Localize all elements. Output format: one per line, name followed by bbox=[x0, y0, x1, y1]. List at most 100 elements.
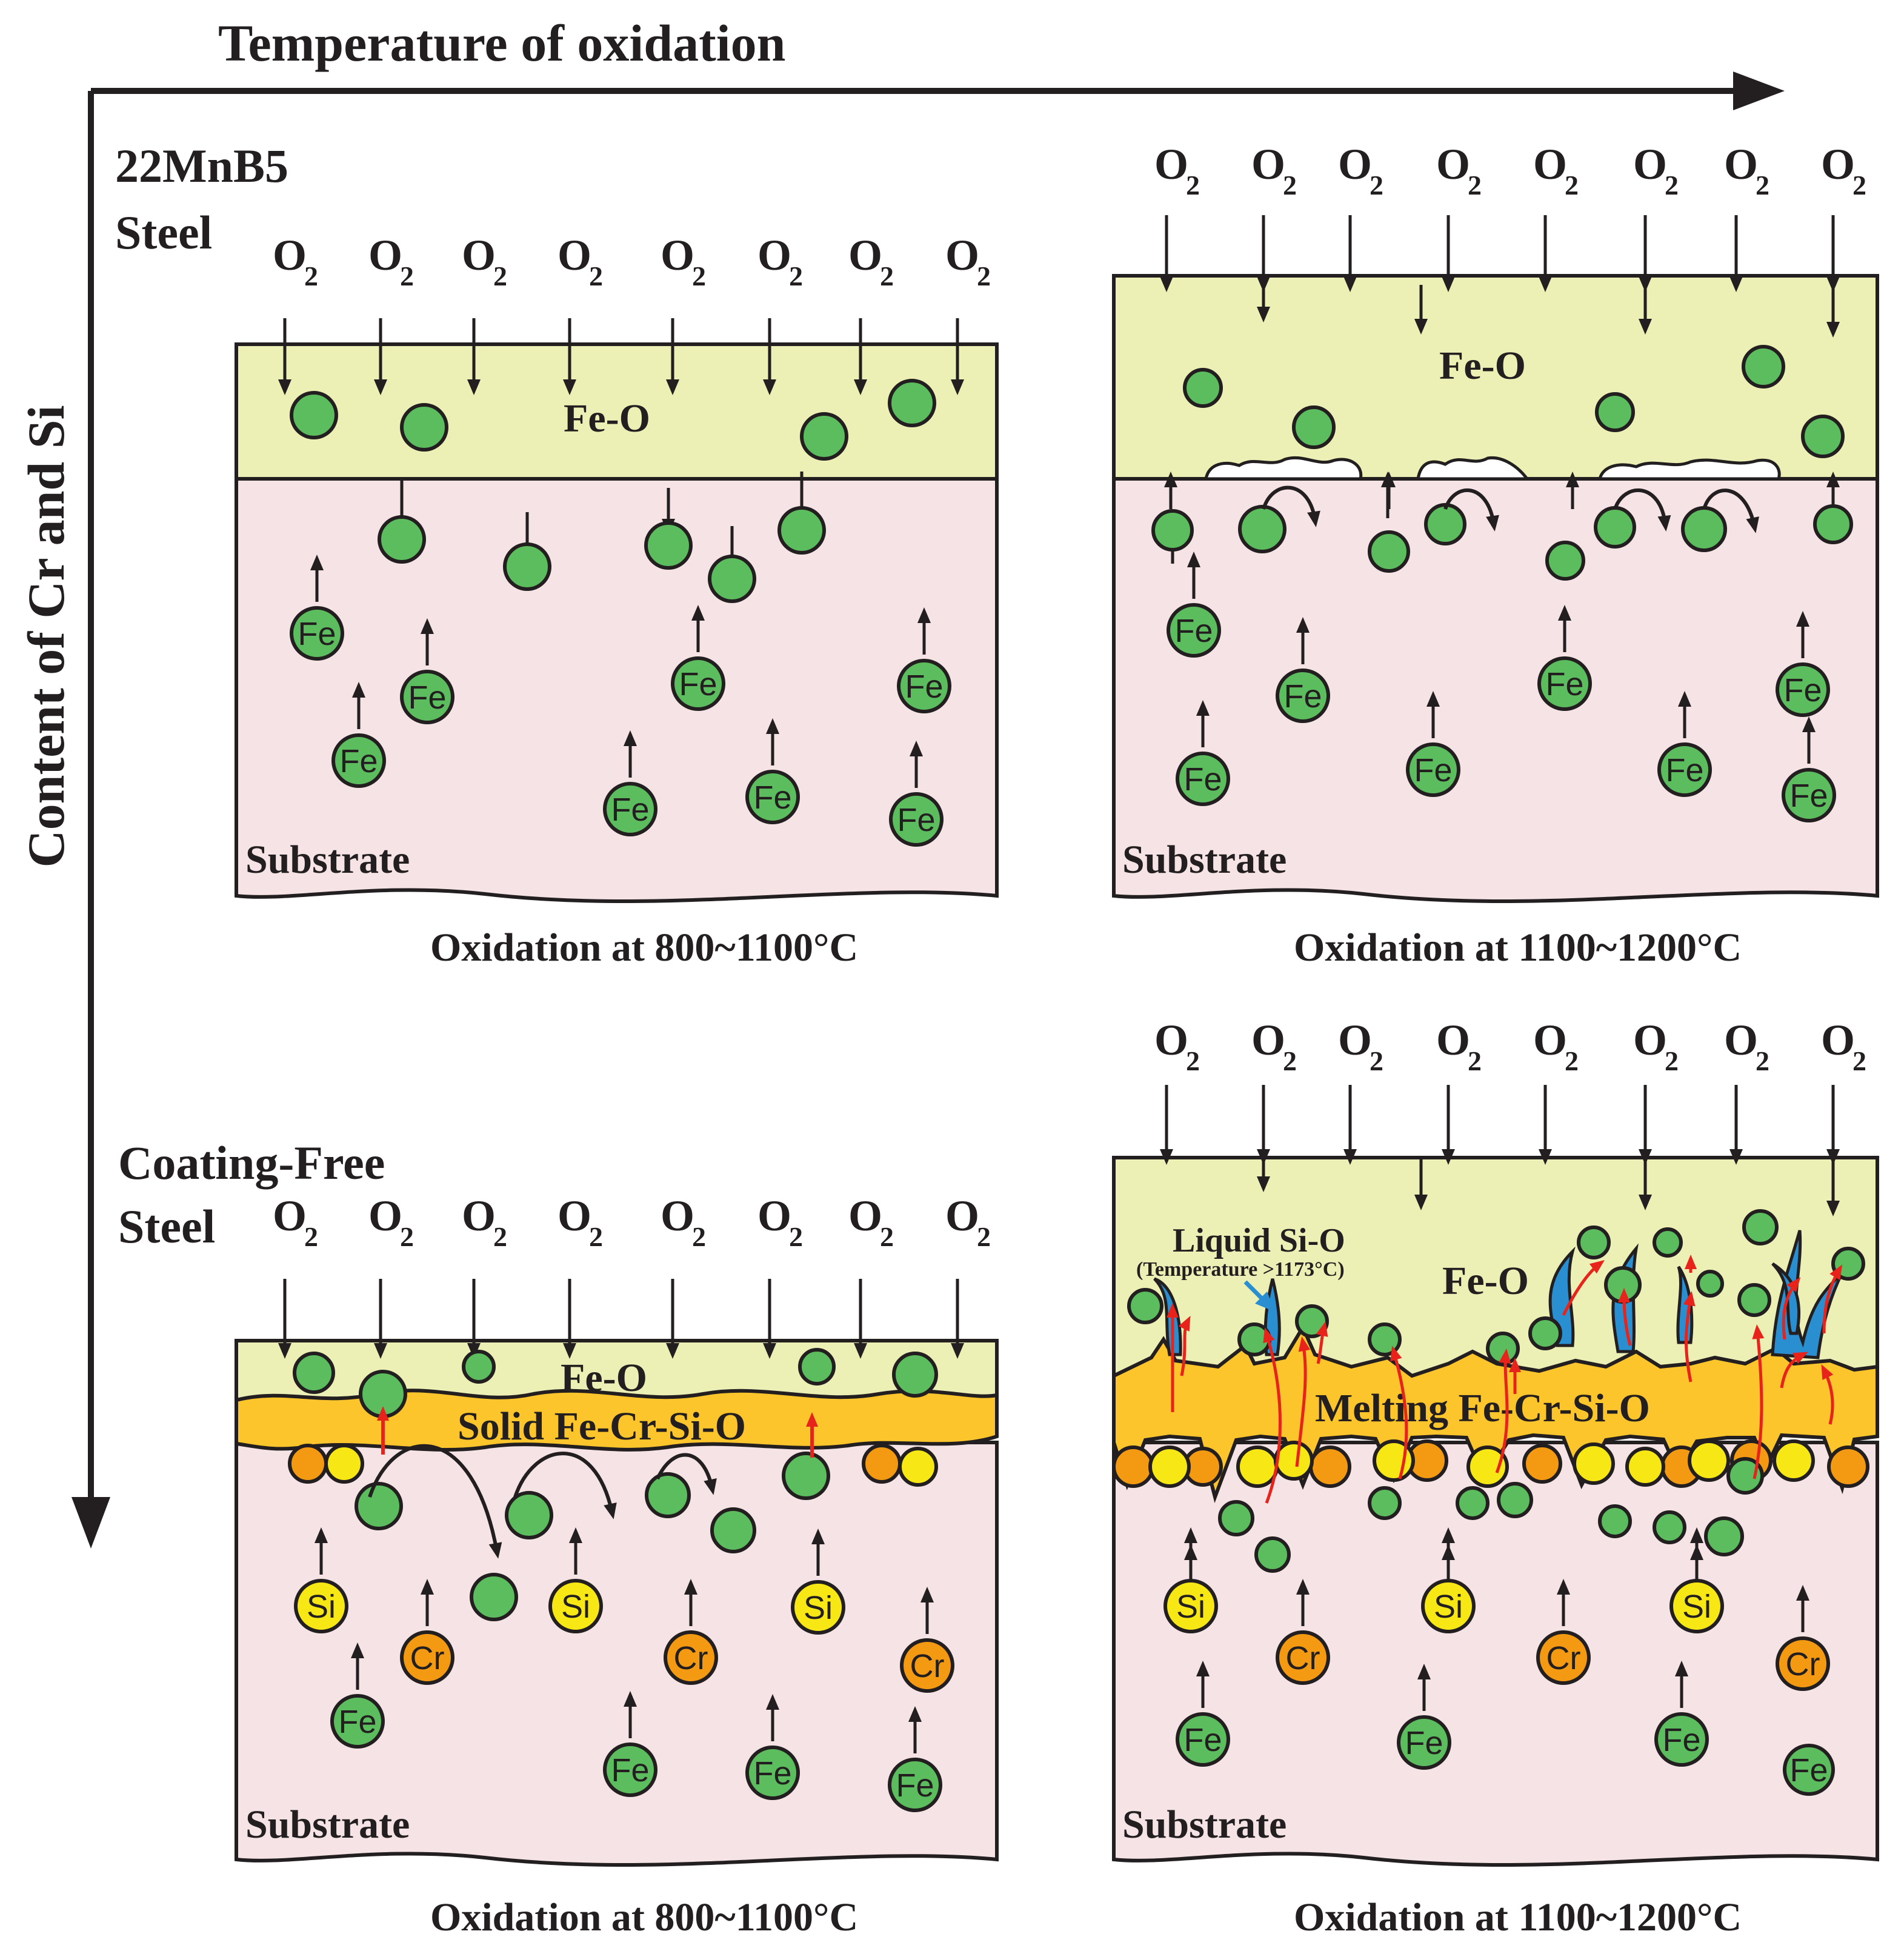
iron-atom: Fe bbox=[331, 733, 386, 788]
iron-oxide-particle bbox=[645, 1472, 691, 1518]
svg-text:2: 2 bbox=[493, 1221, 507, 1252]
svg-text:2: 2 bbox=[1186, 170, 1200, 201]
iron-oxide-particle bbox=[1368, 1486, 1402, 1520]
svg-text:2: 2 bbox=[304, 261, 318, 292]
iron-oxide-particle bbox=[293, 1352, 335, 1394]
svg-text:Fe: Fe bbox=[753, 779, 791, 816]
iron-oxide-particle bbox=[1292, 405, 1336, 449]
oxide-label: Fe-O bbox=[561, 1356, 647, 1400]
iron-oxide-particle bbox=[1486, 1332, 1520, 1365]
svg-text:Fe: Fe bbox=[1183, 761, 1222, 798]
iron-oxide-particle bbox=[710, 1507, 756, 1553]
svg-text:2: 2 bbox=[400, 261, 414, 292]
svg-text:O: O bbox=[1821, 1016, 1855, 1064]
svg-text:O: O bbox=[661, 1192, 694, 1240]
svg-text:O: O bbox=[661, 231, 694, 279]
svg-text:2: 2 bbox=[1852, 170, 1866, 201]
interface-void bbox=[1597, 458, 1781, 481]
oxygen-molecule-label: O2 bbox=[273, 231, 318, 395]
svg-text:O: O bbox=[757, 1192, 791, 1240]
svg-text:2: 2 bbox=[1565, 1045, 1579, 1076]
iron-atom: Fe bbox=[745, 770, 800, 824]
iron-oxide-particle bbox=[1528, 1316, 1562, 1350]
svg-text:Cr: Cr bbox=[1546, 1640, 1581, 1676]
iron-oxide-particle bbox=[1254, 1536, 1291, 1573]
svg-text:Cr: Cr bbox=[910, 1648, 945, 1684]
iron-atom: Fe bbox=[330, 1694, 385, 1749]
oxide-label: Fe-O bbox=[1442, 1259, 1529, 1303]
oxygen-molecule-label: O2 bbox=[757, 231, 803, 395]
svg-text:Fe: Fe bbox=[1414, 752, 1452, 789]
svg-text:2: 2 bbox=[493, 261, 507, 292]
deep-o2-arrows bbox=[1257, 285, 1840, 338]
chromium-atom: Cr bbox=[1276, 1630, 1330, 1685]
iron-atom: Fe bbox=[1782, 768, 1836, 822]
svg-text:2: 2 bbox=[1283, 170, 1297, 201]
oxide-label: Fe-O bbox=[1439, 344, 1526, 388]
substrate-layer bbox=[235, 1441, 999, 1867]
substrate-layer bbox=[235, 477, 999, 903]
svg-text:Cr: Cr bbox=[410, 1640, 445, 1676]
iron-atom: Fe bbox=[889, 792, 944, 847]
svg-text:2: 2 bbox=[692, 1221, 706, 1252]
chromium-atom: Cr bbox=[1536, 1630, 1591, 1685]
solid-fe-cr-si-o-layer bbox=[235, 1389, 999, 1452]
substrate-label: Substrate bbox=[1122, 838, 1287, 882]
silicon-particle bbox=[324, 1444, 364, 1484]
svg-text:2: 2 bbox=[589, 1221, 603, 1252]
iron-oxide-particle bbox=[503, 542, 551, 591]
iron-oxide-particle bbox=[1497, 1482, 1533, 1518]
iron-oxide-particle bbox=[1456, 1486, 1490, 1520]
silicon-atom: Si bbox=[1669, 1579, 1724, 1633]
svg-text:O: O bbox=[1821, 140, 1855, 188]
svg-text:2: 2 bbox=[880, 261, 894, 292]
iron-oxide-particle bbox=[1368, 1322, 1402, 1356]
iron-oxide-particle bbox=[505, 1491, 553, 1539]
iron-atom: Fe bbox=[1657, 742, 1712, 797]
svg-text:O: O bbox=[1338, 140, 1372, 188]
svg-text:Fe: Fe bbox=[298, 616, 336, 652]
oxygen-molecule-label: O2 bbox=[1154, 1016, 1200, 1165]
iron-atom: Fe bbox=[897, 659, 951, 713]
oxygen-molecule-label: O2 bbox=[1821, 1016, 1866, 1165]
x-axis-label: Temperature of oxidation bbox=[218, 14, 785, 72]
iron-atom: Fe bbox=[603, 1742, 657, 1797]
iron-atom: Fe bbox=[1783, 1744, 1835, 1796]
iron-oxide-particle bbox=[1813, 504, 1853, 544]
silicon-atom: Si bbox=[548, 1579, 603, 1633]
svg-text:Si: Si bbox=[1176, 1589, 1205, 1625]
svg-text:2: 2 bbox=[1370, 1045, 1383, 1076]
silicon-atom: Si bbox=[1163, 1579, 1218, 1633]
iron-oxide-particle bbox=[470, 1573, 518, 1621]
oxygen-molecule-label: O2 bbox=[368, 231, 414, 395]
svg-text:Fe: Fe bbox=[753, 1755, 791, 1792]
oxygen-molecule-label: O2 bbox=[1821, 140, 1866, 292]
svg-text:Si: Si bbox=[1434, 1589, 1463, 1625]
temperature-axis bbox=[91, 72, 1785, 110]
iron-atom: Fe bbox=[1397, 1715, 1451, 1770]
svg-text:O: O bbox=[1533, 1016, 1567, 1064]
oxygen-molecule-label: O2 bbox=[1436, 1016, 1482, 1165]
chromium-particle bbox=[1112, 1445, 1154, 1488]
oxygen-molecule-label: O2 bbox=[661, 231, 706, 395]
y-axis-label: Content of Cr and Si bbox=[17, 405, 75, 868]
svg-text:O: O bbox=[1154, 1016, 1188, 1064]
svg-text:O: O bbox=[1154, 140, 1188, 188]
svg-text:Fe: Fe bbox=[611, 1752, 649, 1789]
iron-oxide-particle bbox=[1238, 505, 1287, 553]
iron-oxide-particle bbox=[462, 1350, 496, 1384]
iron-atom: Fe bbox=[1654, 1712, 1709, 1767]
iron-oxide-particle bbox=[1704, 1516, 1744, 1556]
iron-oxide-particle bbox=[1681, 506, 1727, 552]
iron-oxide-particle bbox=[1726, 1457, 1764, 1495]
svg-text:Fe: Fe bbox=[1789, 778, 1828, 814]
substrate-label: Substrate bbox=[1122, 1802, 1287, 1847]
chromium-atom: Cr bbox=[1776, 1636, 1830, 1691]
iron-oxide-particle bbox=[800, 412, 848, 461]
svg-text:2: 2 bbox=[1468, 170, 1482, 201]
silicon-particle bbox=[1148, 1445, 1191, 1488]
oxygen-molecule-label: O2 bbox=[1251, 140, 1297, 292]
svg-text:2: 2 bbox=[1756, 1045, 1769, 1076]
